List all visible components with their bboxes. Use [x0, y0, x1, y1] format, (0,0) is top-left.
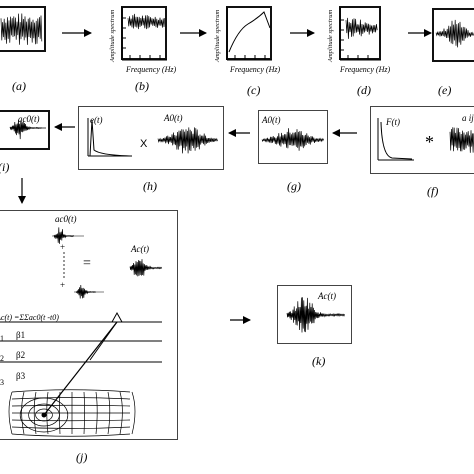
panel-j-act-trace	[129, 259, 163, 277]
panel-h-noise-trace	[157, 127, 218, 154]
panel-f-signal-ft: F(t)	[386, 117, 400, 127]
panel-j-layer-lines	[0, 321, 162, 363]
panel-i-signal-label: ac0(t)	[18, 114, 40, 124]
stacking-formula: Ac(t) =ΣΣac0(t -t0)	[0, 313, 59, 322]
panel-f-noise-trace	[449, 127, 474, 153]
panel-e-noise-trace	[435, 19, 474, 48]
panel-j-plus-top: +	[60, 242, 66, 252]
layer-2-number: 2	[0, 354, 4, 363]
panel-j-rupture-ring-1	[35, 408, 53, 422]
panel-g-label: (g)	[287, 179, 301, 193]
panel-j-ac0-top-trace	[53, 227, 75, 244]
panel-f-label: (f)	[427, 184, 439, 198]
panel-h-label: (h)	[143, 179, 157, 193]
convolve-symbol: *	[425, 132, 434, 152]
panel-j-fault-grid	[8, 389, 136, 437]
panel-k-label: (k)	[312, 354, 326, 368]
panel-j-source	[41, 412, 47, 418]
panel-d-label: (d)	[357, 83, 371, 97]
panel-j-signal-act: Ac(t)	[131, 244, 149, 254]
panel-b-x-axis-label: Frequency (Hz)	[126, 65, 177, 74]
panel-a-label: (a)	[12, 79, 26, 93]
panel-j-plus-bottom: +	[60, 280, 66, 290]
panel-j-ray-1	[43, 321, 118, 416]
panel-f-signal-aij: a ij	[462, 113, 474, 123]
panel-c-spectrum-curve	[228, 11, 271, 53]
panel-i-box	[0, 110, 50, 150]
panel-j-signal-ac0: ac0(t)	[55, 214, 77, 224]
panel-d-x-axis-label: Frequency (Hz)	[340, 65, 391, 74]
panel-f-ft-curve	[380, 121, 413, 160]
panel-j-label: (j)	[76, 450, 88, 464]
panel-j-ray-2	[89, 321, 118, 361]
panel-c-x-axis-label: Frequency (Hz)	[230, 65, 281, 74]
panel-j-rupture-ring-3	[19, 397, 69, 433]
panel-d-spectrum-trace	[345, 17, 378, 39]
panel-b-axes	[121, 7, 167, 61]
layer-1-number: 1	[0, 334, 4, 343]
panel-g-signal-a0: A0(t)	[262, 115, 281, 125]
panel-b-label: (b)	[135, 79, 149, 93]
panel-i-wavelet-trace	[9, 120, 42, 140]
panel-f-ft-axes	[377, 118, 414, 161]
layer-3-beta: β3	[16, 371, 26, 381]
panel-j-ac0-bottom-trace	[75, 284, 97, 299]
panel-j-rupture-ring-2	[28, 403, 60, 427]
panel-j-station-triangle	[111, 311, 123, 323]
panel-c-label: (c)	[247, 83, 261, 97]
panel-k-act-trace	[286, 297, 345, 333]
panel-e-label: (e)	[438, 83, 452, 97]
layer-1-beta: β1	[16, 330, 26, 340]
layer-2-beta: β2	[16, 350, 26, 360]
panel-c-axes	[226, 7, 272, 61]
panel-d-axes	[339, 7, 381, 61]
panel-a-noise-trace	[0, 13, 43, 45]
panel-h-signal-a0: A0(t)	[164, 113, 183, 123]
layer-3-number: 3	[0, 378, 4, 387]
panel-k-signal-act: Ac(t)	[318, 291, 336, 301]
panel-h-signal-et: e(t)	[90, 115, 103, 125]
panel-b-spectrum-trace	[127, 13, 166, 30]
equals-symbol: =	[83, 256, 91, 271]
panel-h-envelope-curve	[89, 119, 131, 157]
panel-g-noise-trace	[261, 128, 324, 151]
multiply-symbol: X	[140, 138, 148, 150]
panel-i-label: (i)	[0, 160, 10, 174]
